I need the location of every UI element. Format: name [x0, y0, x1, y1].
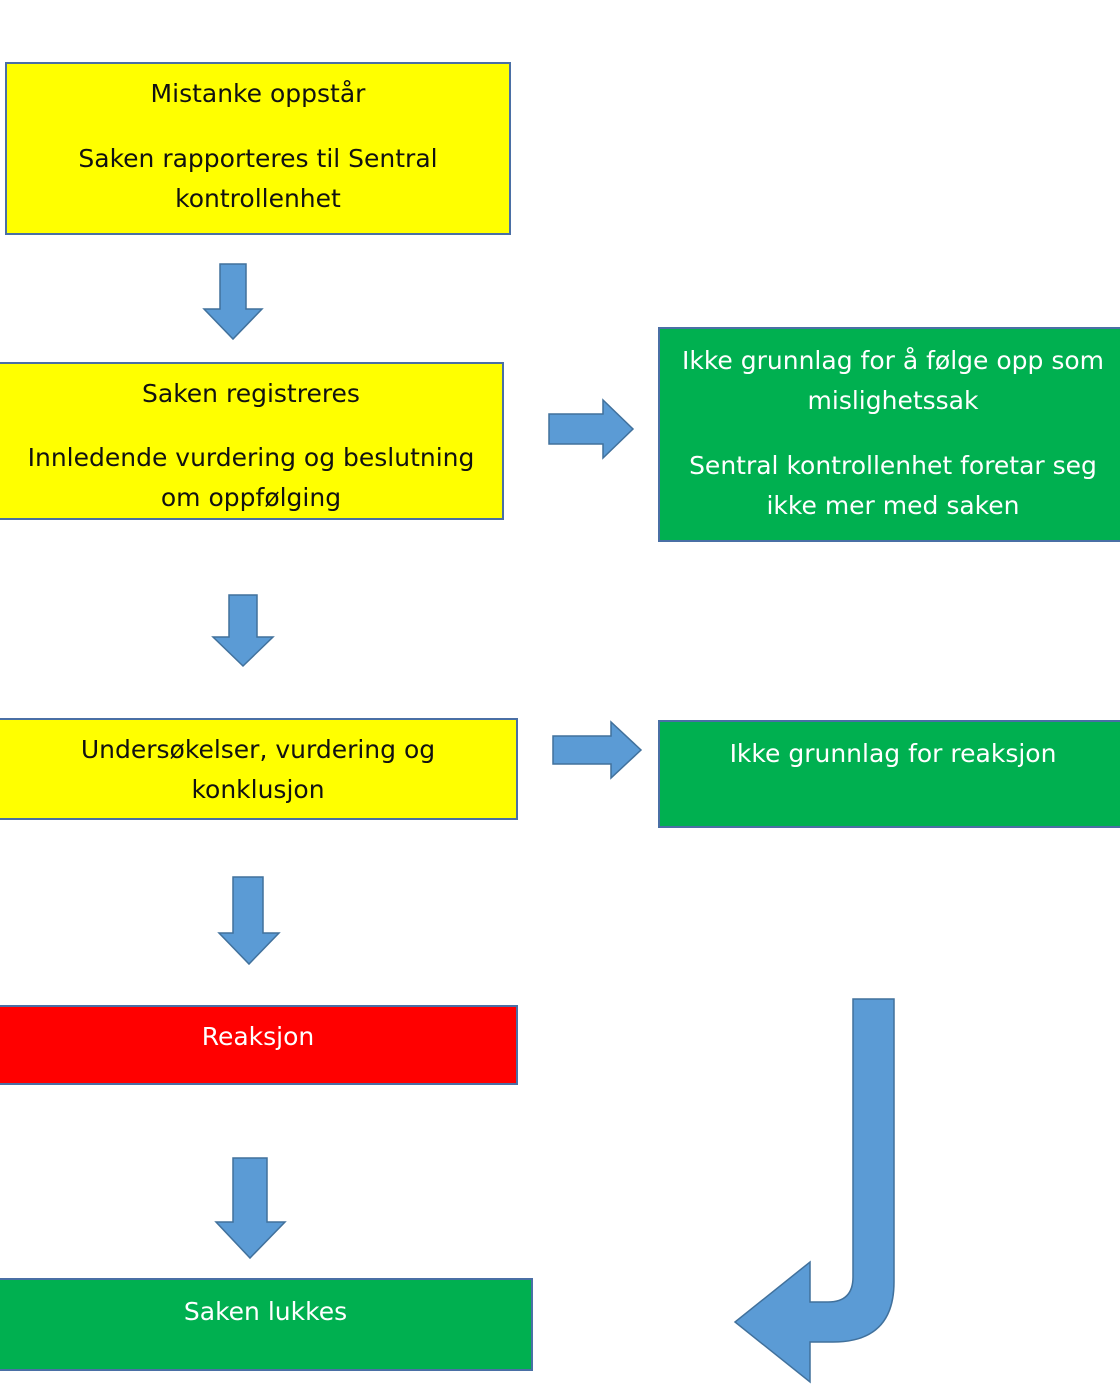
- step-title: Mistanke oppstår: [150, 79, 366, 108]
- arrow-down-icon: [217, 876, 281, 966]
- outcome-ikke-grunnlag-oppfolging: Ikke grunnlag for å følge opp som mislig…: [658, 327, 1120, 542]
- step-title: Saken lukkes: [183, 1297, 348, 1326]
- outcome-description: Sentral kontrollenhet foretar seg ikke m…: [689, 451, 1097, 520]
- step-saken-lukkes: Saken lukkes: [0, 1278, 533, 1371]
- step-description: Innledende vurdering og beslutning om op…: [27, 443, 475, 512]
- outcome-title: Ikke grunnlag for å følge opp som mislig…: [681, 346, 1104, 415]
- outcome-title: Ikke grunnlag for reaksjon: [729, 739, 1057, 768]
- step-title: Reaksjon: [201, 1022, 315, 1051]
- outcome-ikke-grunnlag-reaksjon: Ikke grunnlag for reaksjon: [658, 720, 1120, 828]
- step-title: Saken registreres: [142, 379, 360, 408]
- step-mistanke-oppstar: Mistanke oppstår Saken rapporteres til S…: [5, 62, 511, 235]
- step-description: Saken rapporteres til Sentral kontrollen…: [78, 144, 438, 213]
- arrow-down-icon: [202, 263, 264, 341]
- step-undersokelser: Undersøkelser, vurdering og konklusjon: [0, 718, 518, 820]
- step-reaksjon: Reaksjon: [0, 1005, 518, 1085]
- arrow-down-icon: [214, 1157, 287, 1260]
- arrow-right-icon: [548, 398, 635, 460]
- step-saken-registreres: Saken registreres Innledende vurdering o…: [0, 362, 504, 520]
- arrow-right-icon: [552, 720, 643, 780]
- step-title: Undersøkelser, vurdering og konklusjon: [80, 735, 436, 804]
- curved-arrow-left-icon: [733, 998, 895, 1384]
- arrow-down-icon: [211, 594, 275, 668]
